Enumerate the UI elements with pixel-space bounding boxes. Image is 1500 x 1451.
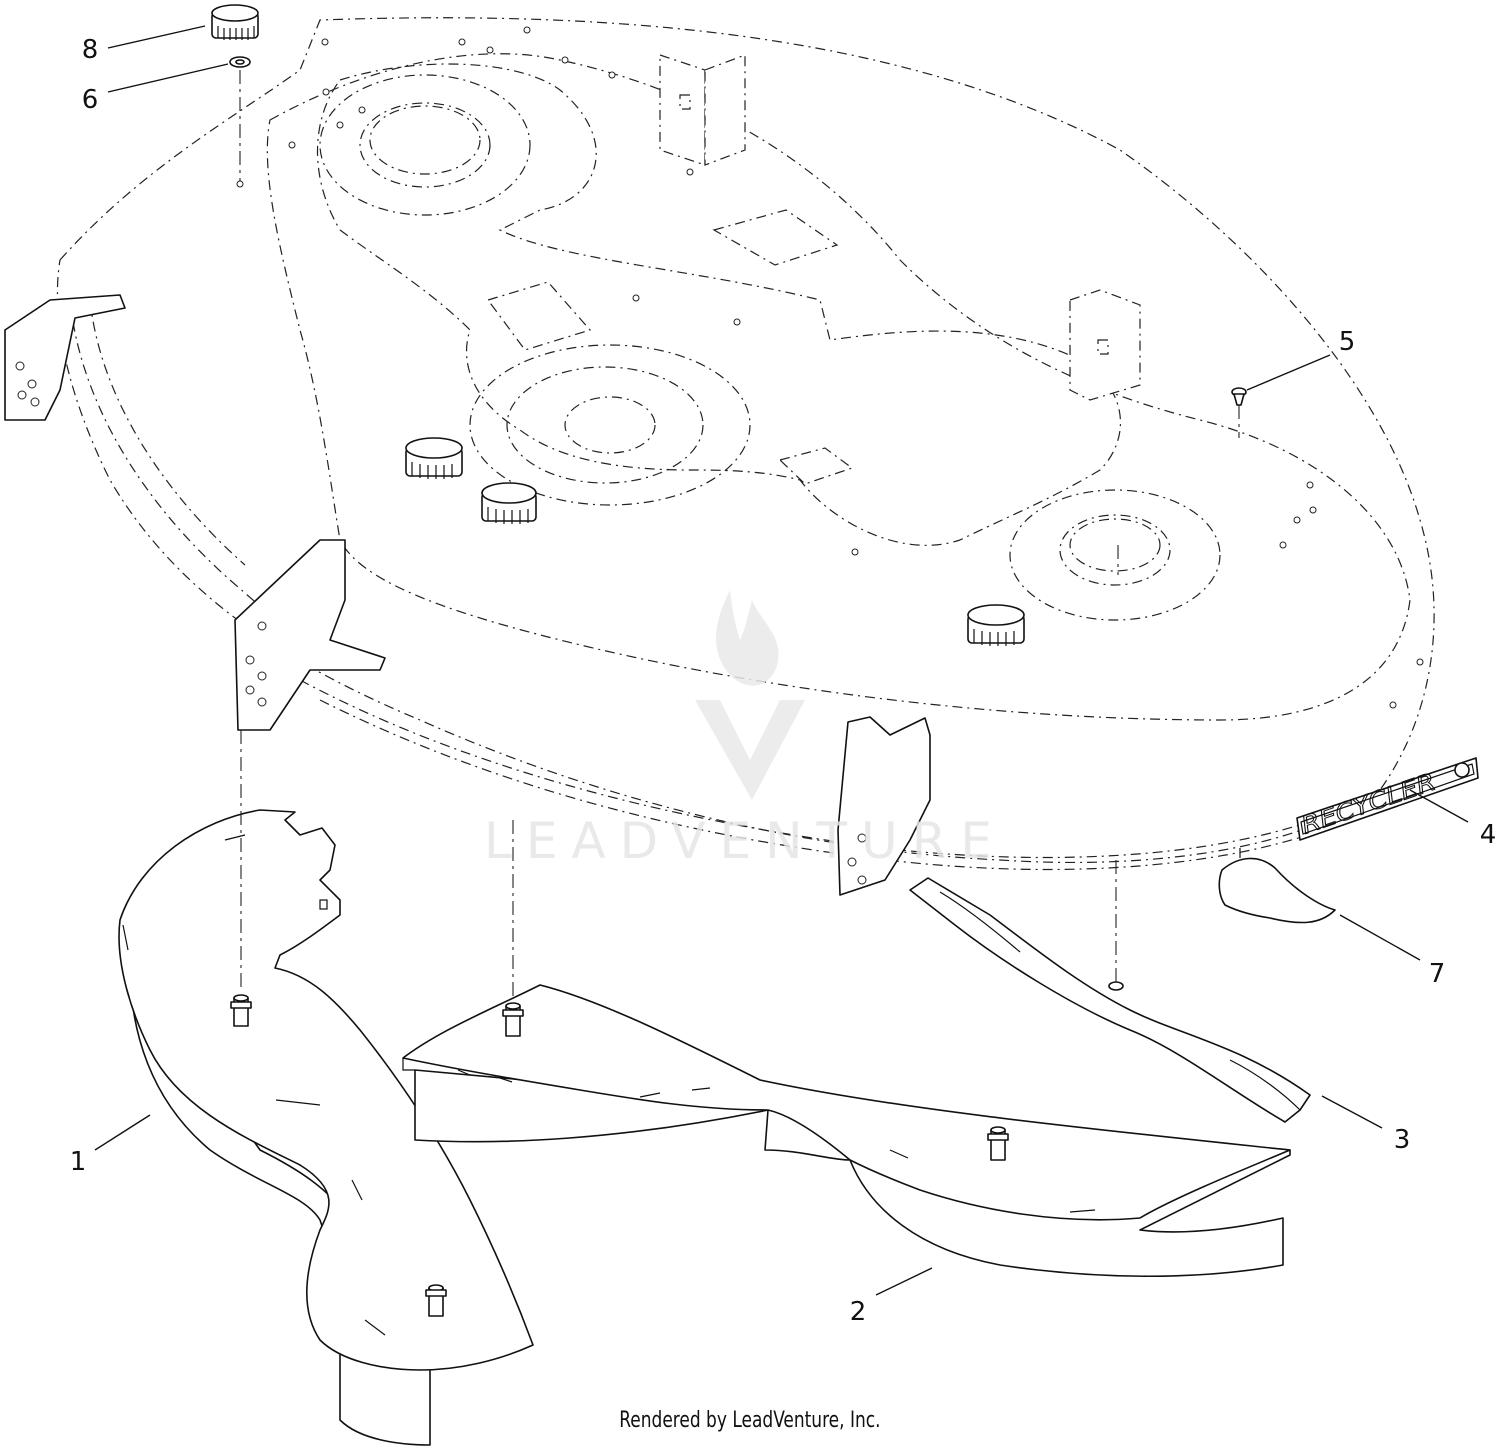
washer-top-left (229, 56, 251, 68)
rear-bracket-right (1069, 289, 1141, 401)
callout-5: 5 (1339, 327, 1356, 357)
callout-4: 4 (1480, 820, 1497, 850)
stud-part-2-a (502, 1002, 524, 1037)
rear-bracket-left (659, 54, 746, 166)
leader-7 (1339, 914, 1421, 961)
leader-6 (107, 63, 229, 93)
knob-center-front (481, 482, 537, 524)
front-bracket-center (487, 209, 854, 485)
leader-2 (875, 1267, 933, 1296)
knob-right-front (967, 604, 1025, 646)
knob-left-front (405, 437, 463, 479)
leader-1 (94, 1114, 151, 1151)
stud-part-2-b (987, 1126, 1009, 1161)
leader-5 (1246, 354, 1331, 391)
footer-text: Rendered by LeadVenture, Inc. (619, 1408, 881, 1433)
watermark-text: LEADVENTURE (484, 812, 1006, 870)
callout-7: 7 (1429, 959, 1446, 989)
belt-shield-path (317, 63, 1122, 546)
screw-item-5 (1231, 387, 1247, 438)
watermark-logo: LEADVENTURE (484, 590, 1006, 870)
footer-credit: Rendered by LeadVenture, Inc. (0, 1408, 1500, 1433)
part-2-center-baffle (402, 984, 1291, 1278)
spindle-left (319, 74, 531, 216)
deck-left-skirt (69, 299, 321, 661)
deck-skirt-edge-2 (319, 699, 1386, 871)
part-3-blade (909, 877, 1311, 1123)
callout-3: 3 (1394, 1125, 1411, 1155)
left-mount-bracket (4, 294, 126, 421)
leader-3 (1321, 1095, 1383, 1129)
stud-part-1-b (425, 1284, 447, 1317)
deck-skirt-edge (299, 679, 1381, 859)
deck-left-skirt-2 (89, 299, 246, 566)
callout-2: 2 (850, 1297, 867, 1327)
callout-6: 6 (82, 85, 99, 115)
callout-8: 8 (82, 35, 99, 65)
part-7-fin (1218, 848, 1336, 924)
stud-part-1-a (230, 994, 252, 1027)
mower-deck-housing (56, 17, 1435, 871)
spindle-right (1009, 489, 1221, 621)
front-right-mount-bracket (837, 716, 931, 896)
deck-outline (56, 17, 1435, 864)
leader-8 (107, 25, 206, 49)
leader-4 (1409, 789, 1469, 823)
knob-top-left (211, 4, 259, 40)
deck-holes (288, 26, 1424, 709)
callout-1: 1 (70, 1147, 87, 1177)
spindle-center (469, 344, 751, 506)
front-left-mount-bracket (234, 539, 386, 731)
part-1-left-baffle (118, 809, 534, 1446)
